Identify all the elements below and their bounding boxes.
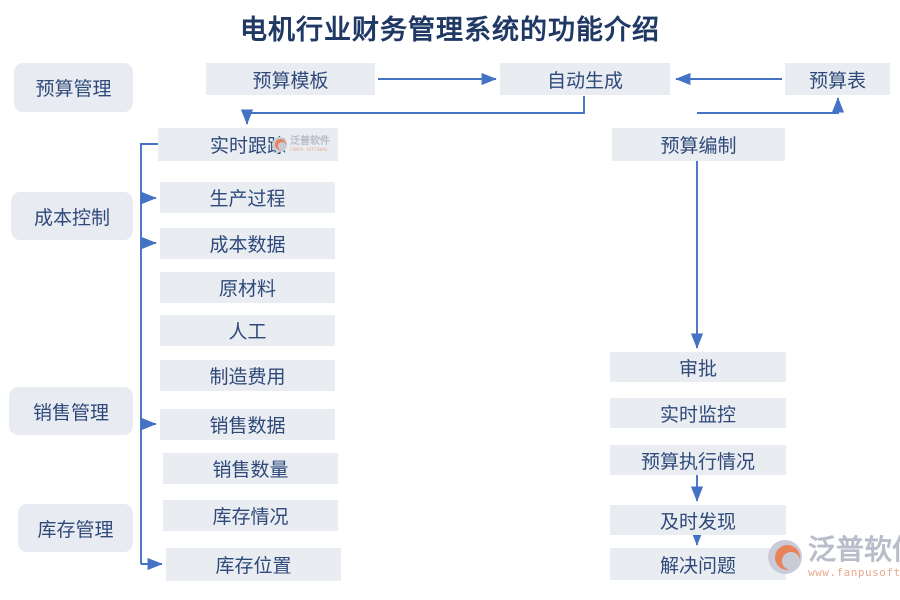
node-stock-location[interactable]: 库存位置 [166,548,341,581]
node-label: 解决问题 [659,554,736,577]
node-label: 销售数量 [212,459,289,481]
watermark-large: 泛普软件 www.fanpusoft.com [768,536,900,578]
node-realtime-tracking[interactable]: 实时跟踪 [158,128,338,161]
node-budget-table[interactable]: 预算表 [785,63,890,95]
node-sales-quantity[interactable]: 销售数量 [163,453,338,484]
category-label: 销售管理 [32,401,109,424]
category-cost-control[interactable]: 成本控制 [11,192,133,240]
node-label: 库存情况 [212,506,289,528]
node-label: 制造费用 [209,366,286,388]
node-budget-preparation[interactable]: 预算编制 [612,128,785,161]
node-production-process[interactable]: 生产过程 [160,182,335,213]
node-cost-data[interactable]: 成本数据 [160,228,335,259]
node-label: 销售数据 [209,415,286,437]
page-title: 电机行业财务管理系统的功能介绍 [240,15,660,46]
node-realtime-monitoring[interactable]: 实时监控 [610,398,786,428]
category-sales-management[interactable]: 销售管理 [9,387,133,435]
link-auto-to-track [240,96,585,125]
node-label: 预算表 [808,69,866,92]
watermark-brand: 泛普软件 [808,533,900,566]
category-label: 预算管理 [35,78,112,100]
node-label: 实时跟踪 [209,135,286,157]
link-prep-to-table [697,97,845,114]
node-raw-material[interactable]: 原材料 [160,272,335,303]
node-labor[interactable]: 人工 [160,315,335,346]
node-label: 成本数据 [209,234,286,256]
node-label: 预算执行情况 [640,450,755,473]
watermark-url: www.fanpusoft.com [808,566,900,579]
node-label: 审批 [678,357,717,380]
category-budget-management[interactable]: 预算管理 [14,63,133,112]
node-budget-execution-status[interactable]: 预算执行情况 [610,445,786,475]
node-problem-solving[interactable]: 解决问题 [610,548,786,580]
node-approval[interactable]: 审批 [610,352,786,382]
node-timely-discovery[interactable]: 及时发现 [610,505,786,535]
node-label: 生产过程 [209,188,286,210]
category-label: 库存管理 [37,518,114,541]
node-stock-status[interactable]: 库存情况 [163,500,338,531]
node-label: 实时监控 [659,403,736,426]
node-label: 预算模板 [252,69,329,92]
category-inventory-management[interactable]: 库存管理 [18,504,133,552]
node-budget-template[interactable]: 预算模板 [206,63,375,95]
node-label: 人工 [228,321,267,343]
node-label: 预算编制 [660,135,737,157]
node-label: 自动生成 [546,69,623,92]
node-label: 原材料 [218,278,276,300]
link-left-trunk [140,143,158,564]
node-label: 库存位置 [215,555,292,577]
node-sales-data[interactable]: 销售数据 [160,409,335,440]
category-label: 成本控制 [33,206,110,229]
node-label: 及时发现 [659,510,736,533]
node-manufacturing-expense[interactable]: 制造费用 [160,360,335,391]
node-auto-generate[interactable]: 自动生成 [500,63,670,95]
